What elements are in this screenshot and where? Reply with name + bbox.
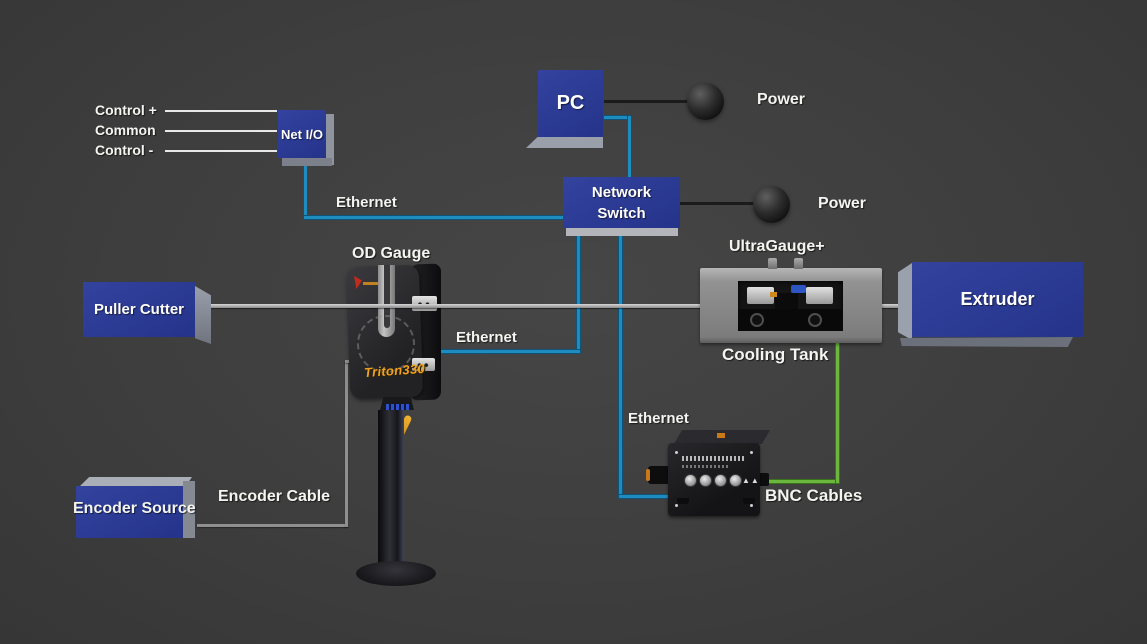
encoder-side-face [183,481,195,538]
ultragauge-label: UltraGauge+ [729,238,825,255]
netio-side-face [325,114,334,165]
tank-port-left [750,313,764,327]
panel-screw [675,451,678,454]
warning-triangle-icons: ▲▲ [742,476,760,485]
ethernet-netio-horizontal [303,215,565,220]
pc-label: PC [556,92,585,114]
tank-blue-fitting [791,285,806,293]
bnc-cables-label: BNC Cables [765,486,863,505]
encoder-cable-bottom [197,524,348,527]
network-switch-label-line1: Network [591,183,652,201]
gauge-dial-marks [357,315,415,373]
ethernet-netio-label: Ethernet [336,194,397,211]
extruder-box: Extruder [912,262,1083,337]
processor-panel-text [682,456,746,461]
common-wire [165,130,277,132]
control-minus-wire [165,150,277,152]
pc-bottom-face [526,137,603,148]
pc-box: PC [538,70,603,137]
bnc-connector-3 [714,474,727,487]
puller-side-face [195,286,211,344]
processor-front-panel: ▲▲ [668,443,760,516]
extruder-side-face [898,263,912,340]
processor-foot [743,498,755,504]
laserlinc-logo-text [363,282,378,285]
processor-connector-ring [646,469,650,481]
panel-screw [750,451,753,454]
bnc-cable-vertical [835,342,840,484]
gauge-connector-strip [386,404,409,410]
switch-bottom-face [566,228,678,236]
gauge-slot-gap [384,265,390,328]
product-line [197,304,905,308]
tank-port-right [808,313,822,327]
netio-bottom-face [282,158,332,166]
ethernet-pc-vertical [627,115,632,179]
ethernet-gauge-label: Ethernet [456,329,517,346]
control-minus-label: Control - [95,142,154,158]
tank-orange-fitting [770,292,777,297]
netio-label: Net I/O [281,126,323,142]
switch-power-cable [680,202,755,205]
control-plus-label: Control + [95,102,157,118]
encoder-top-face [79,477,192,487]
netio-box: Net I/O [278,110,326,158]
od-gauge-label: OD Gauge [352,245,431,262]
ultrasonic-transducer-left [747,287,774,304]
tank-clamp-pin [768,258,777,269]
extruder-label: Extruder [960,289,1035,309]
network-switch-label-line2: Switch [597,204,646,222]
encoder-source-label: Encoder Source [73,500,196,517]
puller-cutter-label: Puller Cutter [93,301,184,318]
processor-panel-text2 [682,465,730,468]
ethernet-ultragauge-horizontal [618,494,670,499]
pc-power-plug [687,83,724,120]
processor-top-connector [717,433,725,438]
pc-power-label: Power [757,91,806,108]
gauge-stand-base [356,561,436,586]
cooling-tank-device [700,258,882,343]
ethernet-pc-horizontal [603,115,632,120]
cooling-tank-label: Cooling Tank [722,345,829,364]
bnc-cable-horizontal [758,479,840,484]
ultragauge-processor-box: ▲▲ [645,425,785,527]
panel-screw [675,504,678,507]
od-gauge-device: Triton330 [340,258,460,593]
pc-power-cable [604,100,689,103]
extruder-bottom-face [900,337,1073,347]
bnc-connector-2 [699,474,712,487]
gauge-stand-pole [378,410,404,570]
processor-foot [677,498,689,504]
ultrasonic-transducer-right [806,287,833,304]
processor-left-connector [648,466,670,484]
processor-right-connector [758,473,769,486]
control-plus-wire [165,110,277,112]
ethernet-gauge-vertical [576,228,581,354]
encoder-cable-label: Encoder Cable [218,488,331,505]
gauge-connector-plate-lower [412,358,435,371]
puller-cutter-box: Puller Cutter [83,282,195,337]
switch-power-label: Power [818,195,867,212]
ethernet-netio-vertical [303,158,308,218]
switch-power-plug [753,186,790,223]
network-switch-box: Network Switch [563,177,680,228]
tank-clamp-pin [794,258,803,269]
tank-window [738,281,843,331]
encoder-cable-vertical [345,360,348,527]
ethernet-ultragauge-label: Ethernet [628,410,689,427]
ethernet-ultragauge-vertical [618,228,623,499]
bnc-connector-1 [684,474,697,487]
laserlinc-logo-icon [354,276,362,289]
ethernet-gauge-horizontal [423,349,581,354]
panel-screw [750,504,753,507]
bnc-connector-4 [729,474,742,487]
encoder-source-box [76,486,183,538]
common-label: Common [95,122,156,138]
